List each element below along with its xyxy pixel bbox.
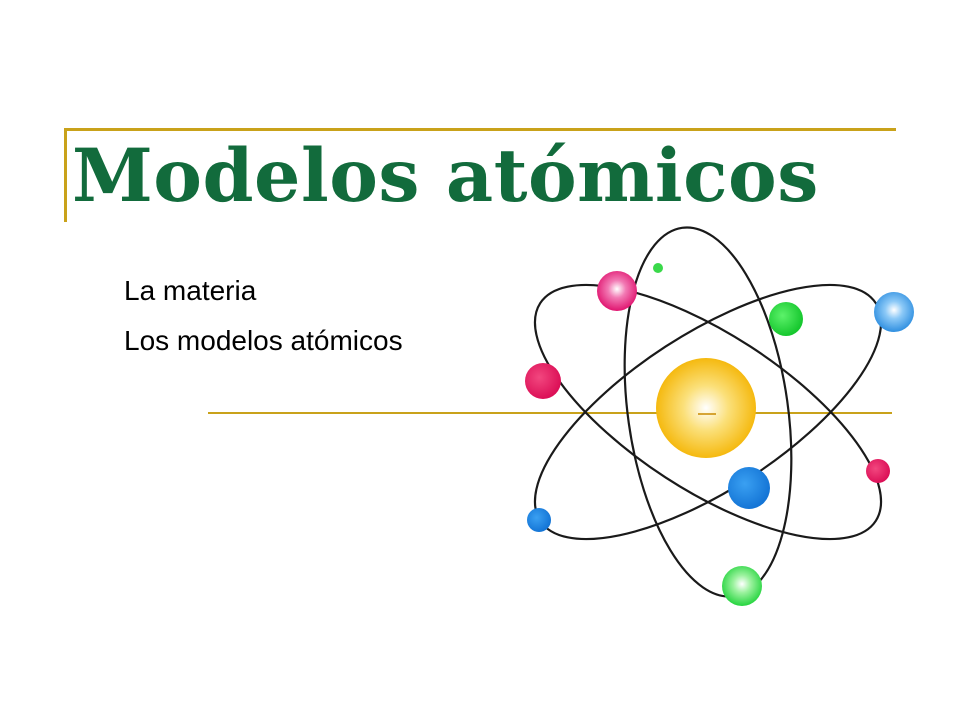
- electron-blue-center: [728, 467, 770, 509]
- subtitle-block: La materia Los modelos atómicos: [124, 266, 403, 366]
- electron-pink-top: [597, 271, 637, 311]
- nucleus: [656, 358, 756, 458]
- electron-green-right: [769, 302, 803, 336]
- subtitle-rule: [208, 412, 892, 414]
- orbit-diagonal-down: [533, 283, 883, 541]
- subtitle-line-modelos: Los modelos atómicos: [124, 325, 403, 356]
- electron-pink-left: [525, 363, 561, 399]
- electron-pink-right: [866, 459, 890, 483]
- slide-title: Modelos atómicos: [72, 133, 819, 219]
- electron-blue-light: [874, 292, 914, 332]
- electron-green-bottom: [722, 566, 762, 606]
- electron-blue-left: [527, 508, 551, 532]
- title-rule-horizontal: [64, 128, 896, 131]
- electron-green-small: [653, 263, 663, 273]
- subtitle-line-materia: La materia: [124, 275, 257, 306]
- atom-icon: [525, 226, 914, 606]
- title-rule-vertical: [64, 128, 67, 222]
